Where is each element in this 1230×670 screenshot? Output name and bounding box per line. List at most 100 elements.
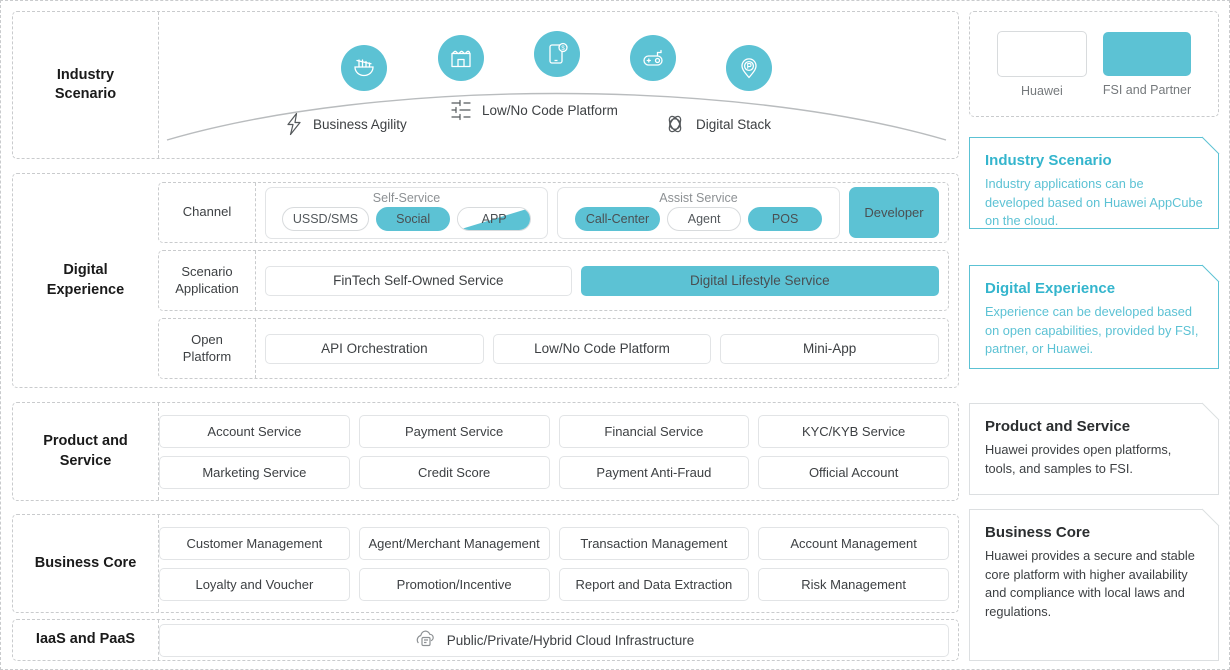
arc-label-digital-stack: Digital Stack — [662, 111, 771, 137]
bar-mini-app[interactable]: Mini-App — [720, 333, 940, 364]
row-channel: Channel Self-Service USSD/SMS Social APP… — [158, 182, 949, 243]
corner-notch-icon — [1201, 508, 1220, 527]
card-title: Industry Scenario — [985, 152, 1112, 169]
svg-text:$: $ — [561, 46, 565, 52]
bar-low-no-code-platform[interactable]: Low/No Code Platform — [492, 333, 712, 364]
bar-api-orchestration[interactable]: API Orchestration — [265, 333, 484, 364]
legend-swatch-fsi-and-partner — [1103, 31, 1191, 76]
corner-notch-icon — [1201, 402, 1220, 421]
chip-social[interactable]: Social — [376, 206, 451, 231]
parking-pin-icon[interactable] — [726, 45, 772, 91]
arc-label-text: Business Agility — [313, 116, 407, 132]
group-title: Assist Service — [659, 190, 738, 205]
arc-label-text: Low/No Code Platform — [482, 102, 618, 118]
product-grid: Account Service Payment Service Financia… — [159, 403, 958, 500]
group-title: Self-Service — [372, 190, 441, 205]
corner-notch-icon — [1201, 136, 1220, 155]
iaas-body: Public/Private/Hybrid Cloud Infrastructu… — [159, 620, 958, 660]
cell-report-and-data-extraction[interactable]: Report and Data Extraction — [558, 567, 750, 601]
card-body: Huawei provides a secure and stable core… — [985, 548, 1195, 619]
business-core-grid: Customer Management Agent/Merchant Manag… — [159, 515, 958, 612]
chip-app[interactable]: APP — [457, 206, 532, 231]
card-title: Digital Experience — [985, 280, 1116, 297]
cell-financial-service[interactable]: Financial Service — [558, 414, 750, 448]
cell-payment-anti-fraud[interactable]: Payment Anti-Fraud — [558, 455, 750, 489]
chip-ussd-sms[interactable]: USSD/SMS — [281, 206, 370, 231]
cell-official-account[interactable]: Official Account — [758, 455, 949, 489]
arc-label-text: Digital Stack — [696, 116, 772, 132]
game-controller-icon[interactable] — [630, 35, 676, 81]
cell-customer-management[interactable]: Customer Management — [159, 526, 350, 560]
row-label-channel: Channel — [159, 183, 256, 242]
card-body: Experience can be developed based on ope… — [985, 304, 1199, 357]
chip-developer[interactable]: Developer — [849, 187, 939, 238]
card-industry-scenario: Industry Scenario Industry applications … — [969, 136, 1220, 229]
card-title: Product and Service — [985, 418, 1131, 435]
storefront-icon[interactable] — [438, 35, 484, 81]
cell-kyc-kyb-service[interactable]: KYC/KYB Service — [758, 414, 949, 448]
chip-app-label: APP — [481, 211, 507, 226]
mobile-payment-icon[interactable]: $ — [534, 31, 580, 77]
product-row-1: Account Service Payment Service Financia… — [159, 414, 949, 448]
arc-label-low-no-code: Low/No Code Platform — [450, 98, 618, 122]
card-body: Industry applications can be developed b… — [985, 176, 1203, 229]
legend-panel: Huawei FSI and Partner — [969, 11, 1219, 117]
group-assist-service: Assist Service Call-Center Agent POS — [557, 186, 840, 239]
corner-notch-icon — [1201, 264, 1220, 283]
card-business-core: Business Core Huawei provides a secure a… — [969, 508, 1220, 661]
cell-loyalty-and-voucher[interactable]: Loyalty and Voucher — [159, 567, 350, 601]
diagram-right-column: Huawei FSI and Partner Industry Scenario… — [969, 11, 1220, 661]
cell-transaction-management[interactable]: Transaction Management — [558, 526, 750, 560]
digital-experience-rows: Channel Self-Service USSD/SMS Social APP… — [158, 174, 958, 387]
cell-account-service[interactable]: Account Service — [159, 414, 350, 448]
card-product-and-service: Product and Service Huawei provides open… — [969, 402, 1220, 495]
cell-credit-score[interactable]: Credit Score — [358, 455, 550, 489]
row-body-channel: Self-Service USSD/SMS Social APP Assist … — [256, 183, 948, 242]
cell-promotion-incentive[interactable]: Promotion/Incentive — [358, 567, 550, 601]
cloud-icon — [416, 630, 434, 647]
card-digital-experience: Digital Experience Experience can be dev… — [969, 264, 1220, 369]
legend-swatch-huawei — [996, 30, 1087, 77]
cell-payment-service[interactable]: Payment Service — [358, 414, 550, 448]
cell-agent-merchant-management[interactable]: Agent/Merchant Management — [358, 526, 550, 560]
card-body: Huawei provides open platforms, tools, a… — [985, 442, 1172, 476]
group-chips: Call-Center Agent POS — [574, 206, 823, 231]
chip-pos[interactable]: POS — [748, 206, 823, 231]
lightning-bolt-icon — [287, 112, 301, 136]
scenario-stage: $ — [159, 12, 958, 158]
low-code-sliders-icon — [451, 99, 471, 121]
product-row-2: Marketing Service Credit Score Payment A… — [159, 455, 949, 489]
harbor-crane-icon[interactable] — [341, 45, 387, 91]
cell-marketing-service[interactable]: Marketing Service — [159, 455, 350, 489]
legend-item-huawei: Huawei — [996, 30, 1087, 98]
bar-cloud-infrastructure[interactable]: Public/Private/Hybrid Cloud Infrastructu… — [159, 623, 949, 657]
chip-call-center[interactable]: Call-Center — [574, 206, 661, 231]
chip-agent[interactable]: Agent — [667, 206, 742, 231]
bar-digital-lifestyle-service[interactable]: Digital Lifestyle Service — [580, 265, 939, 296]
scenario-arc — [159, 84, 958, 146]
cell-risk-management[interactable]: Risk Management — [758, 567, 949, 601]
business-core-row-1: Customer Management Agent/Merchant Manag… — [159, 526, 949, 560]
scenario-arc-labels: Business Agility Low/No Code Platform — [159, 99, 958, 142]
industry-scenario-body: $ — [159, 12, 958, 158]
band-label-iaas-and-paas: IaaS and PaaS — [13, 620, 159, 660]
legend-item-fsi-and-partner: FSI and Partner — [1103, 31, 1191, 97]
arc-label-business-agility: Business Agility — [285, 112, 407, 136]
bar-fintech-self-owned-service[interactable]: FinTech Self-Owned Service — [265, 265, 572, 296]
row-body-scenario-application: FinTech Self-Owned Service Digital Lifes… — [256, 251, 948, 310]
group-chips: USSD/SMS Social APP — [281, 206, 532, 231]
row-body-open-platform: API Orchestration Low/No Code Platform M… — [256, 319, 948, 378]
cell-account-management[interactable]: Account Management — [758, 526, 949, 560]
bar-cloud-infrastructure-label: Public/Private/Hybrid Cloud Infrastructu… — [446, 632, 695, 648]
scenario-icon-row: $ — [159, 31, 958, 91]
